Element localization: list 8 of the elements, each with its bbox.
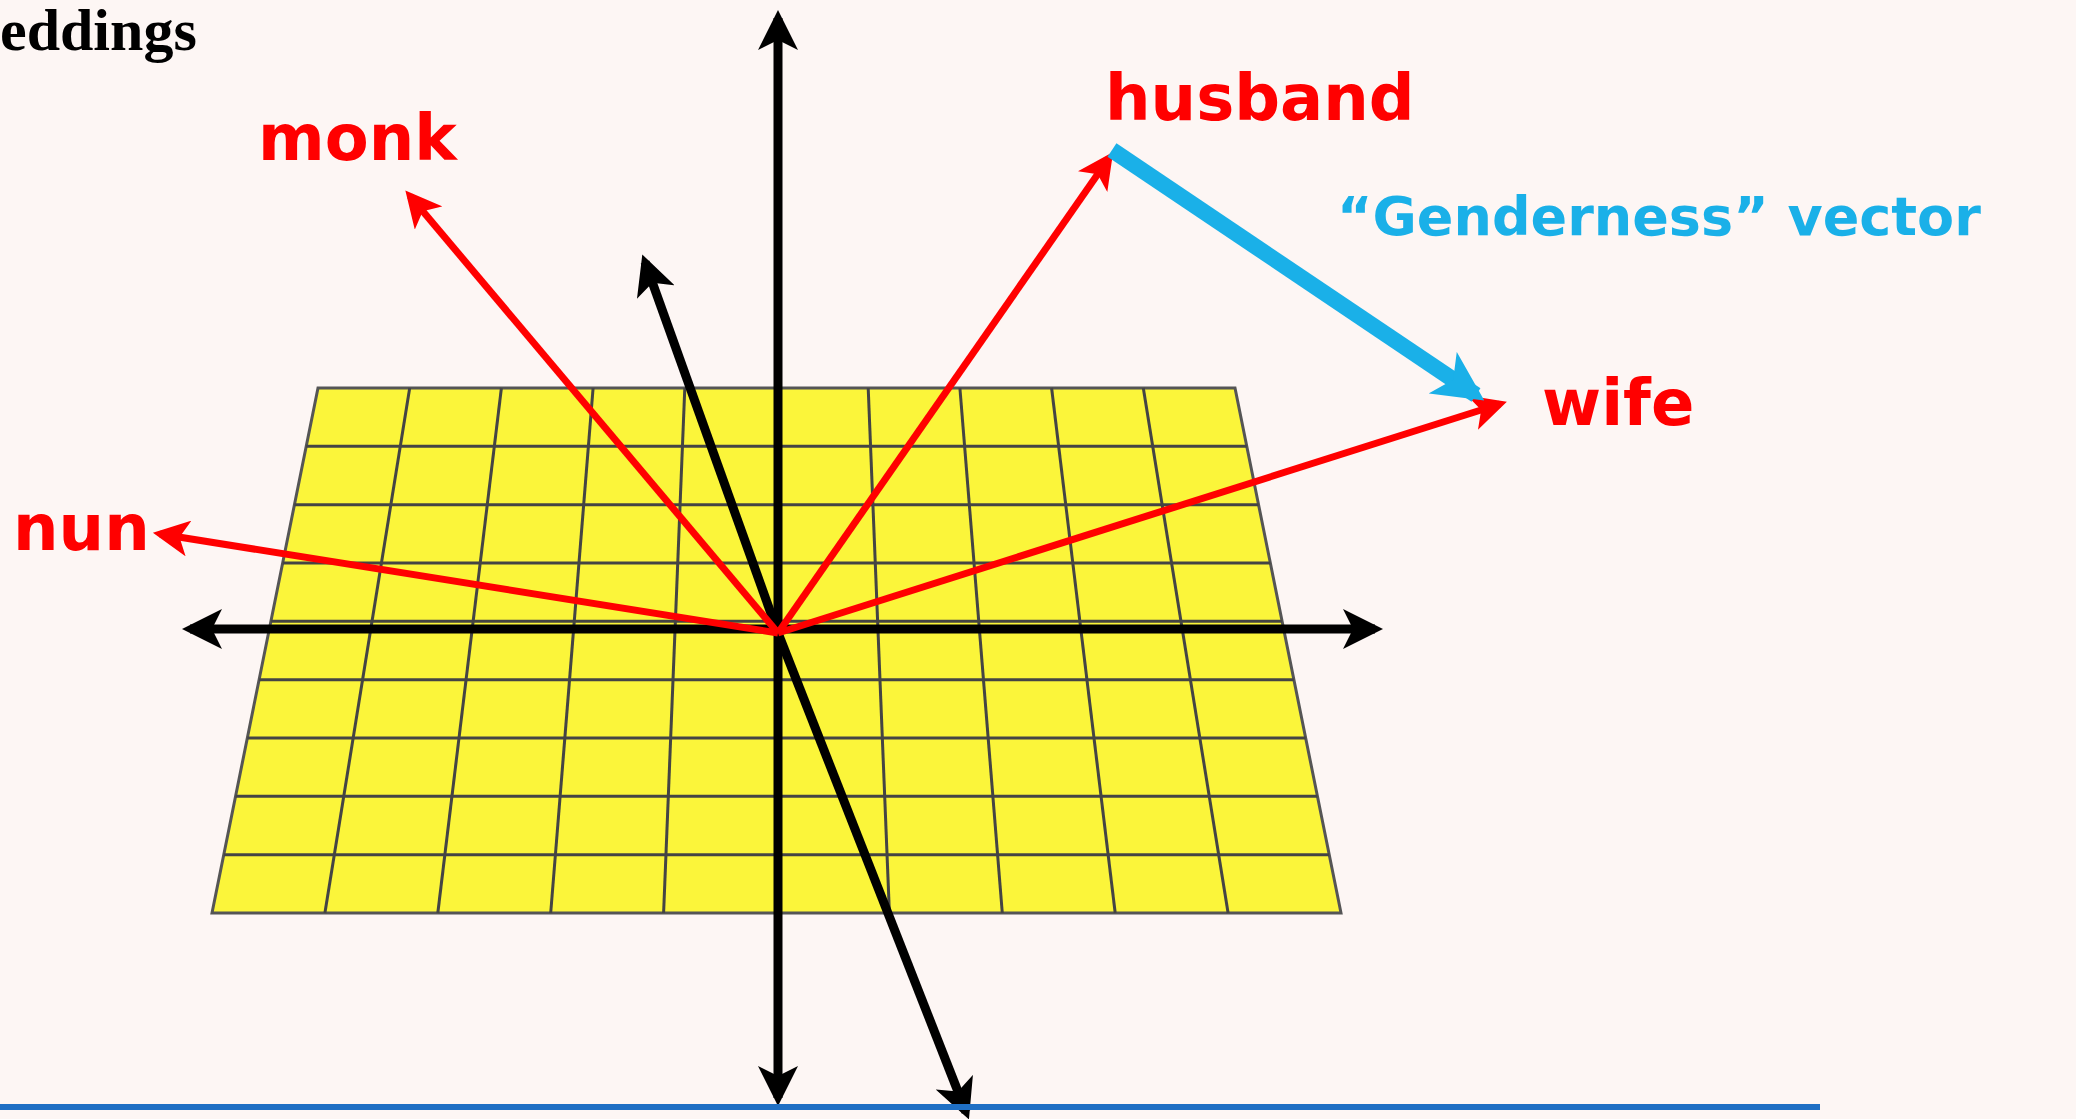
edge-label: “Genderness” vector — [1337, 190, 1981, 244]
vector-label: husband — [1105, 66, 1415, 130]
vector-label: nun — [13, 496, 150, 560]
vector-label: wife — [1542, 371, 1695, 435]
vector-arrow — [776, 395, 1507, 637]
vector-arrow — [152, 520, 779, 637]
vector-label: monk — [258, 106, 457, 170]
vector-arrow — [1107, 143, 1485, 402]
